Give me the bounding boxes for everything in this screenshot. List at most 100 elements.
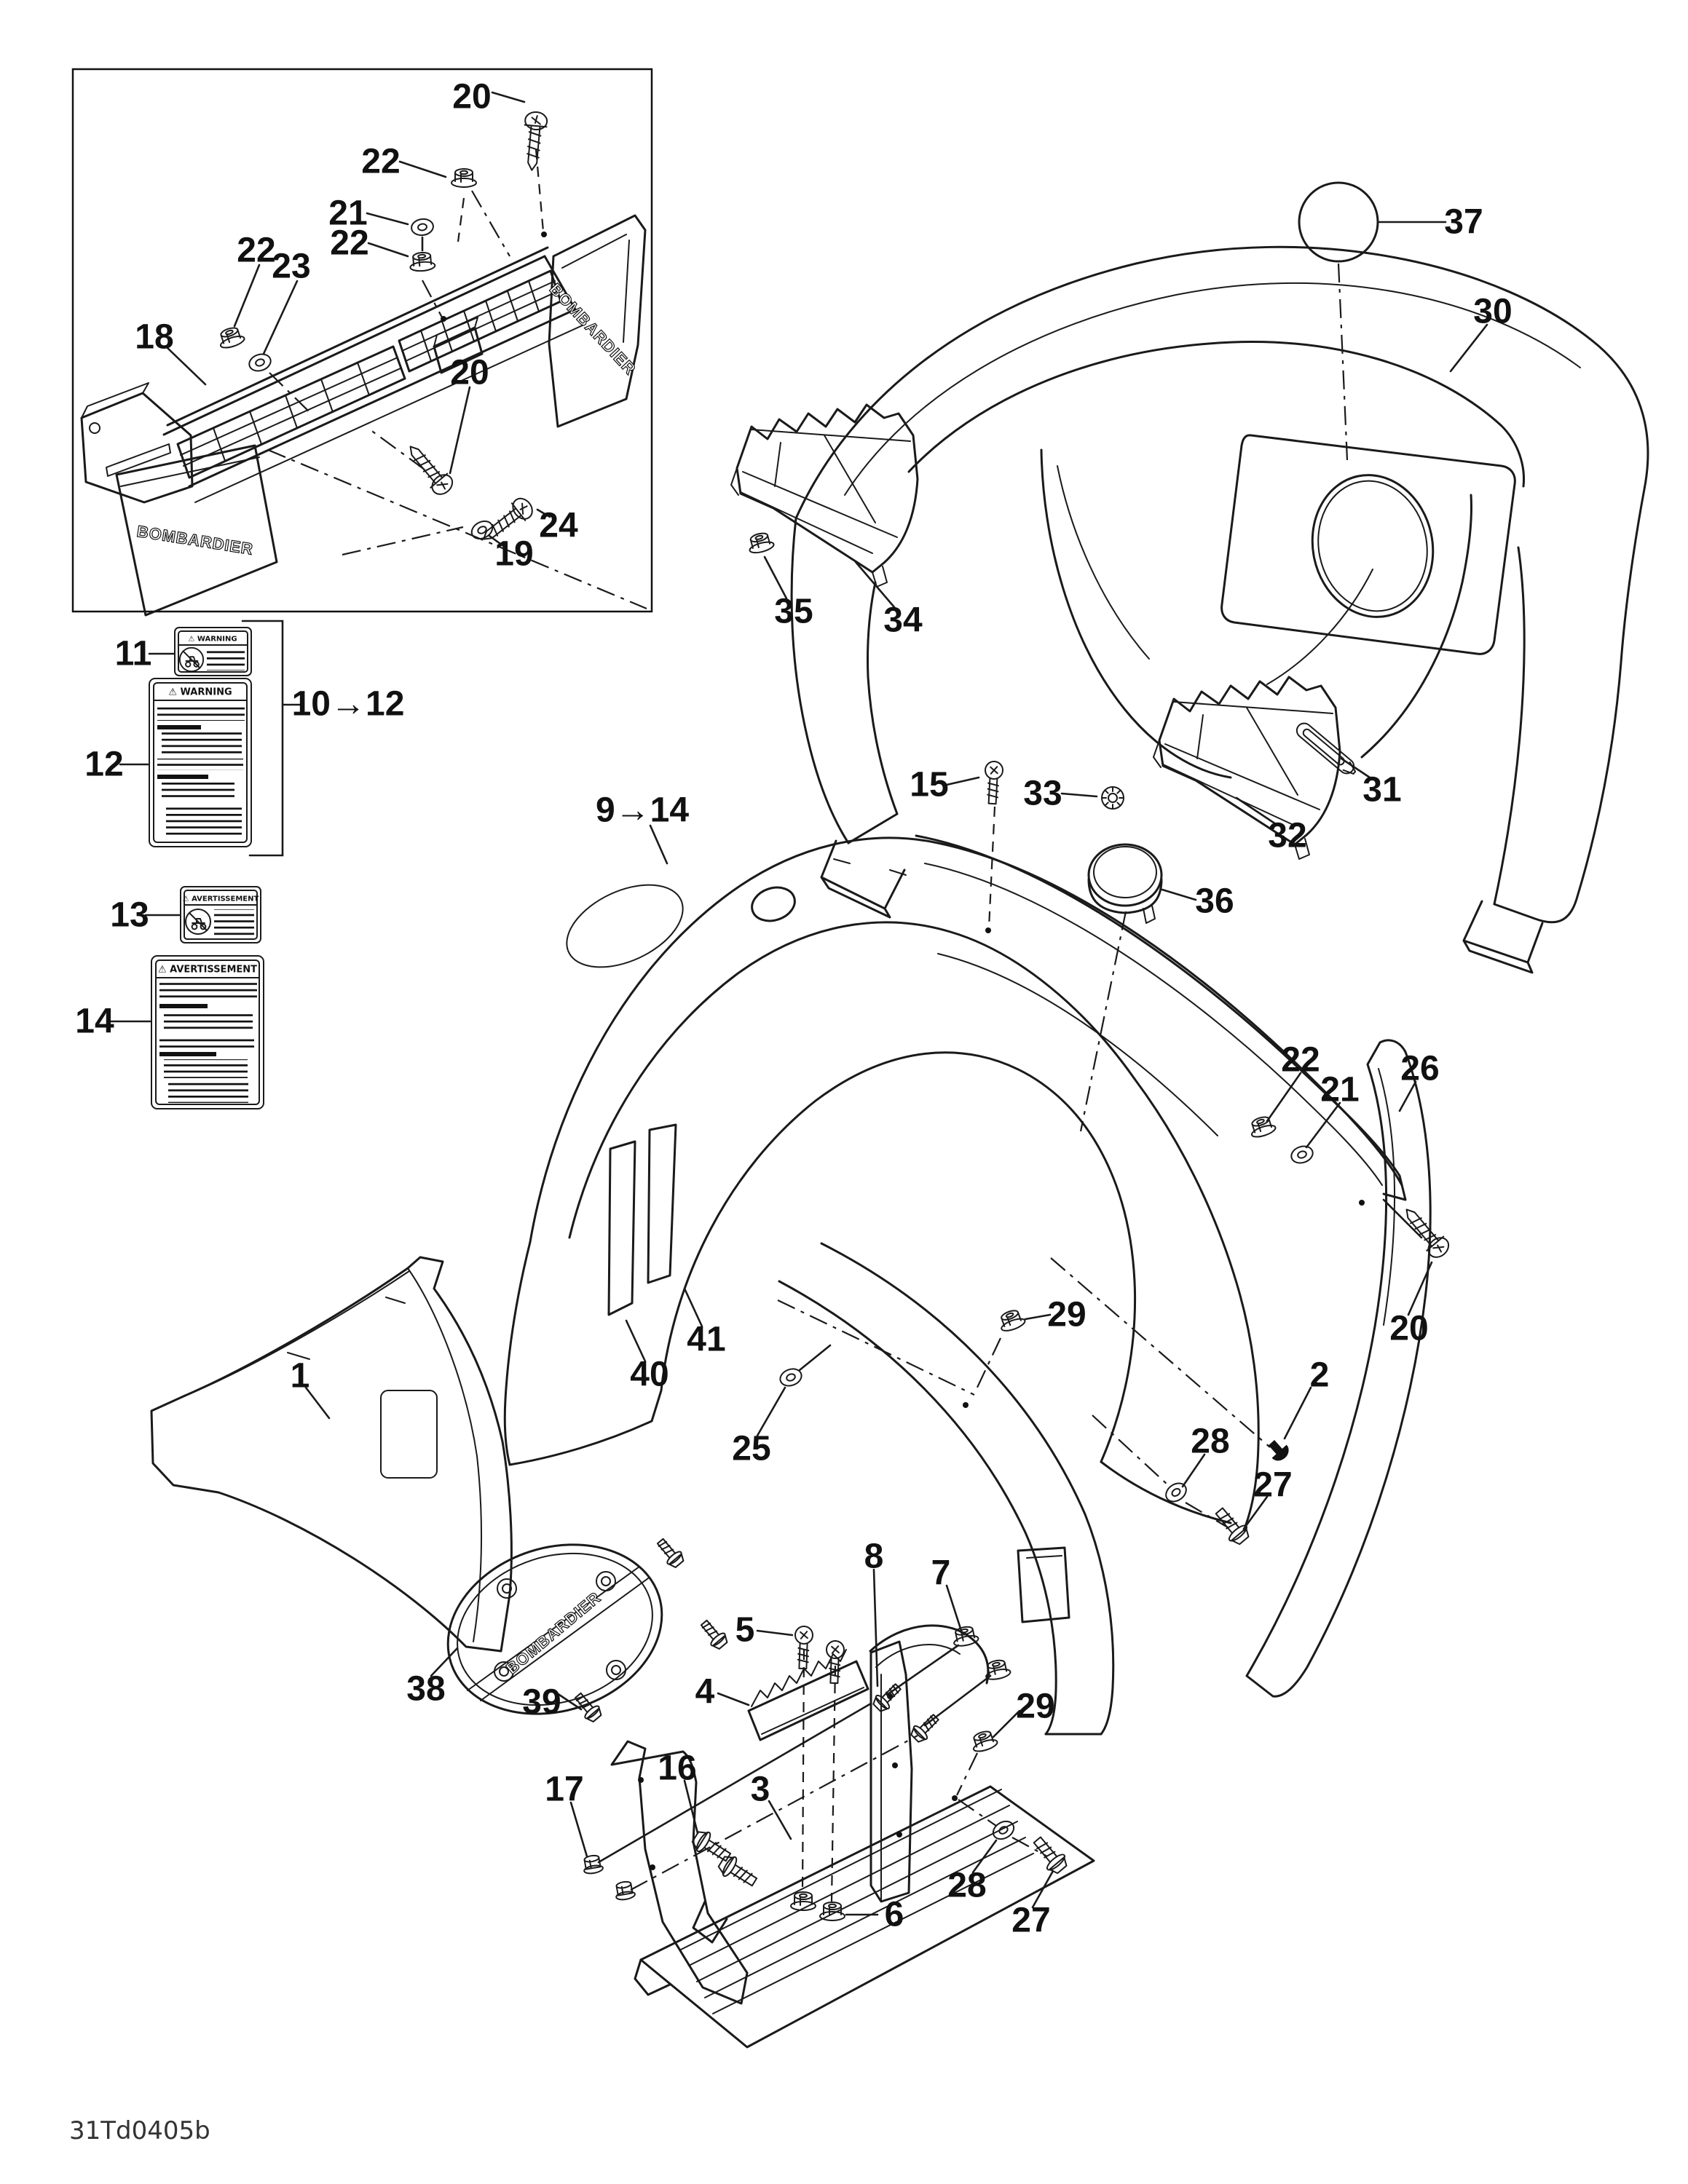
leader-line bbox=[945, 1584, 963, 1632]
callout-21: 21 bbox=[1320, 1071, 1359, 1109]
callout-24: 24 bbox=[539, 507, 578, 545]
callout-6: 6 bbox=[885, 1896, 904, 1934]
warning-label-14: ⚠ AVERTISSEMENT bbox=[151, 955, 264, 1109]
leader-line bbox=[369, 429, 425, 470]
nut-fastener-part bbox=[995, 1307, 1028, 1334]
callout-17: 17 bbox=[545, 1770, 583, 1809]
leader-line bbox=[975, 1337, 1001, 1391]
leader-line bbox=[854, 561, 896, 609]
leader-line bbox=[1382, 1198, 1423, 1239]
callout-39: 39 bbox=[522, 1683, 561, 1722]
leader-line bbox=[886, 1644, 960, 1696]
callout-4: 4 bbox=[695, 1673, 715, 1712]
leader-line bbox=[1185, 1502, 1228, 1528]
callout-29: 29 bbox=[1047, 1296, 1086, 1334]
warning-label-12-header: ⚠ WARNING bbox=[168, 687, 232, 698]
leader-line bbox=[166, 347, 207, 386]
leader-line bbox=[625, 1319, 647, 1363]
boltsm-fastener-part bbox=[652, 1535, 687, 1571]
callout-11: 11 bbox=[115, 635, 152, 673]
leader-line bbox=[491, 91, 526, 103]
leader-line bbox=[801, 1649, 805, 1894]
leader-line bbox=[1050, 1257, 1271, 1448]
leader-line bbox=[756, 1386, 786, 1437]
callout-15: 15 bbox=[910, 766, 948, 804]
leader-line bbox=[267, 448, 647, 610]
nut-fastener-part bbox=[1247, 1113, 1278, 1140]
leader-line bbox=[630, 1735, 918, 1891]
leader-line bbox=[1161, 888, 1197, 901]
callout-22: 22 bbox=[361, 143, 400, 181]
callout-20: 20 bbox=[450, 354, 489, 392]
washer-fastener-part bbox=[409, 217, 435, 237]
callout-22: 22 bbox=[1281, 1041, 1320, 1080]
leader-line bbox=[872, 1568, 879, 1688]
callout-26: 26 bbox=[1400, 1050, 1439, 1088]
front-grille bbox=[162, 232, 585, 503]
callout-28: 28 bbox=[947, 1867, 986, 1905]
callout-37: 37 bbox=[1444, 203, 1483, 242]
leader-line bbox=[1305, 1101, 1341, 1149]
leader-line bbox=[430, 1647, 459, 1677]
screwsm-fastener-part bbox=[824, 1639, 845, 1685]
leader-line bbox=[1235, 796, 1277, 826]
nut-fastener-part bbox=[408, 250, 436, 273]
nut-fastener-part bbox=[216, 324, 247, 351]
leader-line bbox=[1092, 1415, 1169, 1486]
leader-line bbox=[597, 1702, 872, 1864]
warning-label-13: ⚠ AVERTISSEMENT bbox=[180, 886, 261, 943]
bolt-fastener-part bbox=[1210, 1503, 1253, 1548]
bombardier-logo-text: BOMBARDIER bbox=[502, 1588, 604, 1677]
leader-line bbox=[683, 1287, 703, 1328]
decal-strip-40 bbox=[607, 1140, 636, 1316]
callout-2: 2 bbox=[1310, 1356, 1330, 1395]
leader-line bbox=[342, 526, 464, 556]
inset-box bbox=[71, 68, 653, 617]
callout-22: 22 bbox=[237, 232, 275, 270]
screw-fastener-part bbox=[520, 110, 549, 173]
leader-line bbox=[262, 280, 299, 355]
leader-line bbox=[233, 264, 261, 328]
leader-line bbox=[958, 1799, 997, 1827]
callout-34: 34 bbox=[883, 601, 923, 640]
washer-fastener-part bbox=[246, 350, 274, 375]
leader-line bbox=[987, 806, 996, 928]
footrest-bracket-left bbox=[610, 1740, 749, 2005]
callout-12: 12 bbox=[84, 745, 123, 784]
callout-28: 28 bbox=[1191, 1423, 1229, 1461]
leader-line bbox=[768, 1800, 792, 1840]
callout-41: 41 bbox=[687, 1321, 725, 1359]
callout-36: 36 bbox=[1195, 882, 1234, 921]
footrest-bracket-8 bbox=[869, 1624, 990, 1903]
bombardier-logo-text: BOMBARDIER bbox=[135, 522, 254, 558]
leader-line bbox=[1337, 263, 1349, 461]
boltsm-fastener-part bbox=[696, 1616, 731, 1653]
rivet-fastener-part bbox=[1264, 1436, 1293, 1465]
leader-line bbox=[471, 190, 510, 257]
leader-line bbox=[798, 1344, 832, 1372]
warning-label-11-header: ⚠ WARNING bbox=[188, 636, 237, 644]
callout-5: 5 bbox=[735, 1611, 755, 1650]
screw-fastener-part bbox=[401, 438, 457, 499]
vent-cover-34 bbox=[730, 403, 919, 588]
callout-27: 27 bbox=[1011, 1902, 1050, 1940]
nuthex-fastener-part bbox=[612, 1879, 636, 1902]
callout-9→14: 9→14 bbox=[596, 791, 689, 830]
side-trim-26 bbox=[1245, 1039, 1432, 1698]
leader-line bbox=[304, 1386, 331, 1420]
callout-22: 22 bbox=[330, 224, 368, 263]
leader-line bbox=[269, 372, 310, 413]
callout-8: 8 bbox=[864, 1538, 884, 1576]
nuthex-fastener-part bbox=[580, 1853, 604, 1876]
warning-label-12: ⚠ WARNING bbox=[149, 678, 252, 847]
leader-line bbox=[649, 824, 669, 865]
callout-35: 35 bbox=[774, 593, 813, 631]
leader-line bbox=[1031, 1870, 1054, 1909]
leader-line bbox=[1060, 792, 1098, 798]
grille-right-flap bbox=[548, 214, 647, 428]
leader-line bbox=[683, 1779, 699, 1835]
callout-33: 33 bbox=[1023, 775, 1062, 813]
leader-line bbox=[777, 1299, 975, 1396]
